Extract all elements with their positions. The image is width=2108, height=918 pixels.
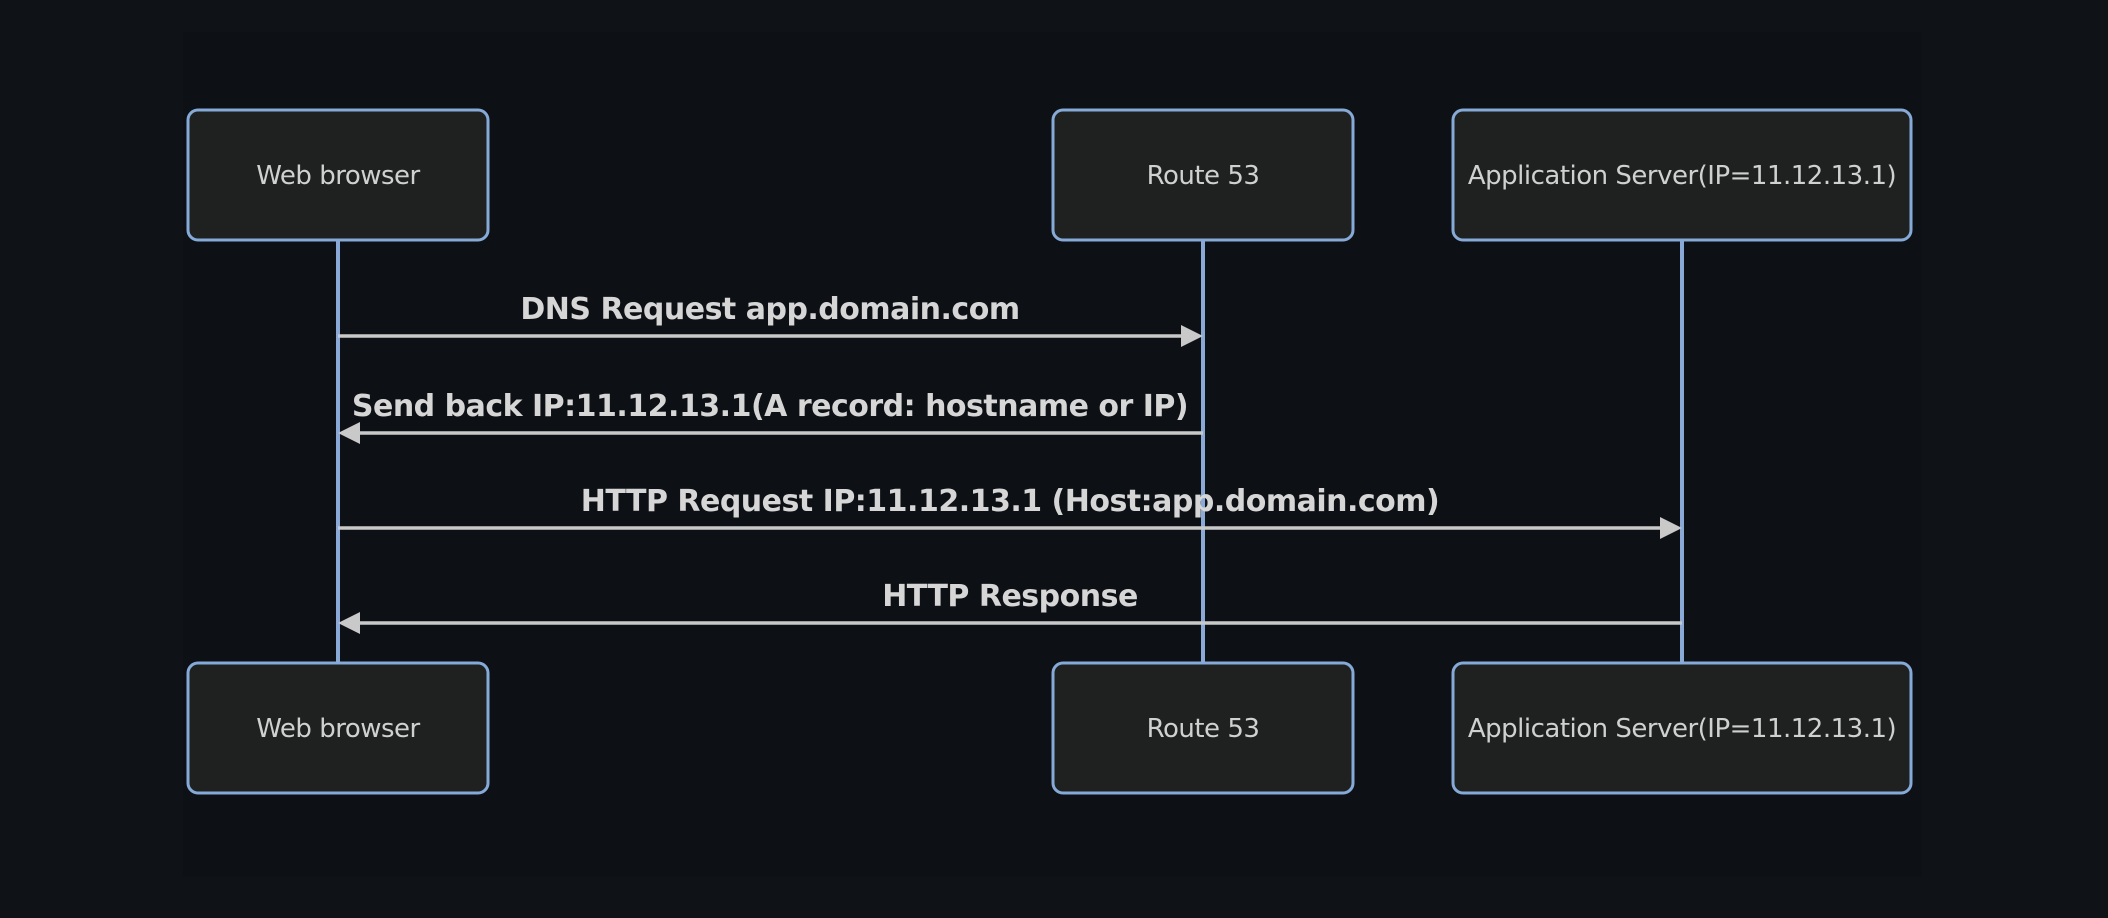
actor-bottom-web-browser: Web browser bbox=[186, 661, 490, 795]
actor-label-web-browser-bottom: Web browser bbox=[256, 714, 420, 744]
actor-label-route-53-top: Route 53 bbox=[1147, 161, 1260, 191]
actor-box-web-browser-bottom bbox=[186, 661, 490, 795]
actor-box-application-server-top bbox=[1451, 108, 1913, 242]
message-label-http-request: HTTP Request IP:11.12.13.1 (Host:app.dom… bbox=[581, 484, 1440, 519]
message-label-dns-request: DNS Request app.domain.com bbox=[520, 292, 1019, 327]
actor-box-route-53-bottom bbox=[1051, 661, 1355, 795]
actor-label-application-server-top: Application Server(IP=11.12.13.1) bbox=[1468, 161, 1896, 191]
actor-box-application-server-bottom bbox=[1451, 661, 1913, 795]
message-label-send-back-ip: Send back IP:11.12.13.1(A record: hostna… bbox=[352, 389, 1188, 424]
actor-top-application-server: Application Server(IP=11.12.13.1) bbox=[1451, 108, 1913, 242]
actor-top-route-53: Route 53 bbox=[1051, 108, 1355, 242]
actor-bottom-route-53: Route 53 bbox=[1051, 661, 1355, 795]
actor-bottom-application-server: Application Server(IP=11.12.13.1) bbox=[1451, 661, 1913, 795]
arrowhead-left-icon bbox=[338, 422, 360, 444]
actor-label-route-53-bottom: Route 53 bbox=[1147, 714, 1260, 744]
actor-label-web-browser-top: Web browser bbox=[256, 161, 420, 191]
actor-top-web-browser: Web browser bbox=[186, 108, 490, 242]
actor-label-application-server-bottom: Application Server(IP=11.12.13.1) bbox=[1468, 714, 1896, 744]
actor-box-route-53-top bbox=[1051, 108, 1355, 242]
message-label-http-response: HTTP Response bbox=[882, 579, 1138, 614]
arrowhead-right-icon bbox=[1660, 517, 1682, 539]
arrowhead-left-icon bbox=[338, 612, 360, 634]
arrowhead-right-icon bbox=[1181, 325, 1203, 347]
actor-box-web-browser-top bbox=[186, 108, 490, 242]
